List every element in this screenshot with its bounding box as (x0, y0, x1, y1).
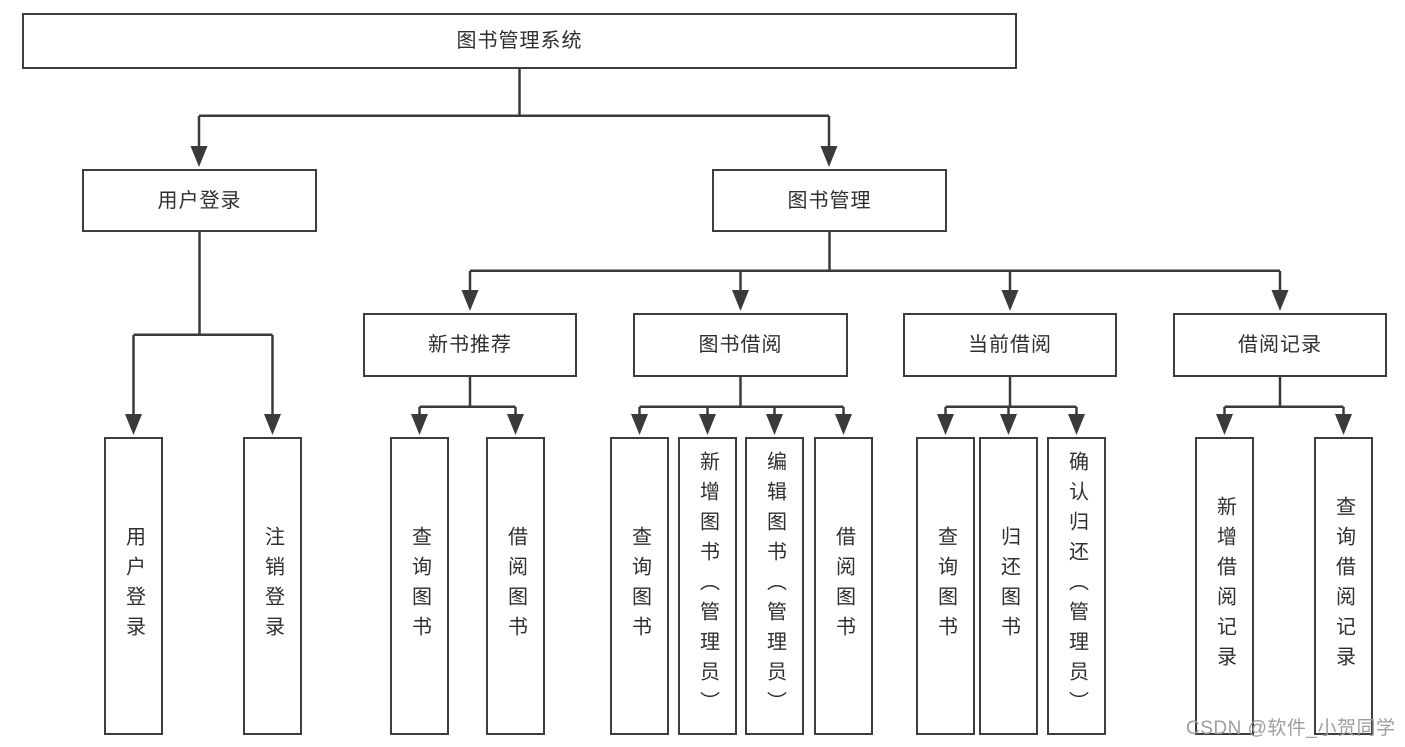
leaf-user-login: 用户登录 (104, 437, 163, 735)
leaf-logout: 注销登录 (243, 437, 302, 735)
node-label: 编辑图书（管理员） (763, 451, 786, 721)
node-current-borrowing: 当前借阅 (903, 313, 1117, 377)
node-label: 当前借阅 (968, 334, 1052, 356)
leaf-query-books-borrowing: 查询图书 (610, 437, 669, 735)
leaf-add-borrow-record: 新增借阅记录 (1195, 437, 1254, 735)
leaf-query-books-current: 查询图书 (916, 437, 975, 735)
leaf-borrow-books: 借阅图书 (814, 437, 873, 735)
leaf-edit-books-admin: 编辑图书（管理员） (745, 437, 804, 735)
node-label: 用户登录 (122, 526, 145, 646)
node-label: 图书借阅 (698, 334, 783, 356)
node-label: 新增图书（管理员） (696, 451, 719, 721)
node-label: 归还图书 (997, 526, 1020, 646)
leaf-add-books-admin: 新增图书（管理员） (678, 437, 737, 735)
leaf-confirm-return-admin: 确认归还（管理员） (1047, 437, 1106, 735)
node-book-borrowing: 图书借阅 (633, 313, 848, 377)
node-label: 查询图书 (408, 526, 431, 646)
leaf-borrow-books-recommend: 借阅图书 (486, 437, 545, 735)
node-label: 用户登录 (157, 189, 242, 212)
node-label: 查询图书 (628, 526, 651, 646)
node-label: 查询图书 (934, 526, 957, 646)
node-label: 新书推荐 (428, 334, 512, 356)
node-label: 图书管理系统 (456, 30, 583, 52)
leaf-query-books-recommend: 查询图书 (390, 437, 449, 735)
node-label: 新增借阅记录 (1213, 496, 1236, 676)
node-user-login: 用户登录 (82, 169, 317, 232)
node-label: 借阅图书 (504, 526, 527, 646)
node-label: 借阅记录 (1238, 334, 1322, 356)
node-label: 图书管理 (787, 189, 872, 212)
node-library-management-system: 图书管理系统 (22, 13, 1017, 69)
csdn-watermark: CSDN @软件_小贺同学 (1186, 718, 1396, 739)
node-book-management: 图书管理 (712, 169, 947, 232)
node-label: 确认归还（管理员） (1065, 451, 1088, 721)
leaf-query-borrow-record: 查询借阅记录 (1314, 437, 1373, 735)
node-borrowing-records: 借阅记录 (1173, 313, 1387, 377)
node-label: 注销登录 (261, 526, 284, 646)
leaf-return-books: 归还图书 (979, 437, 1038, 735)
node-label: 借阅图书 (832, 526, 855, 646)
node-label: 查询借阅记录 (1332, 496, 1355, 676)
node-new-book-recommend: 新书推荐 (363, 313, 577, 377)
